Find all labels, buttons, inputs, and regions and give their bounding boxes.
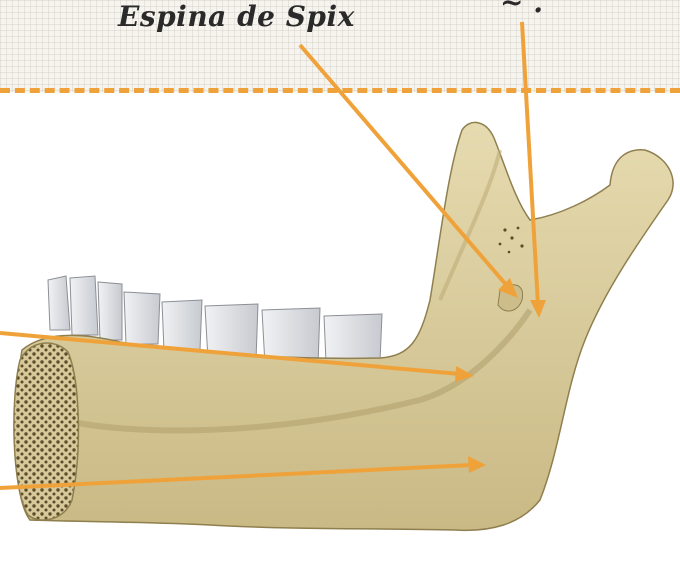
arrowhead-left-upper <box>455 366 474 382</box>
label-espina-de-spix: Espina de Spix <box>118 0 355 33</box>
foramina-dots <box>498 226 524 254</box>
pointer-arrows <box>0 21 546 490</box>
ramus-shading <box>438 149 502 301</box>
oblique-ridge <box>59 308 533 434</box>
arrow-espina-de-spix <box>298 43 510 289</box>
cut-section <box>13 342 80 521</box>
label-partial-top-right: ~ . <box>500 0 543 19</box>
arrow-left-upper <box>0 331 461 376</box>
arrowhead-left-lower <box>468 456 486 473</box>
arrowhead-top-right <box>530 300 546 318</box>
arrow-top-right <box>520 21 540 306</box>
arrowhead-spix <box>498 278 518 298</box>
header-grid-band <box>0 0 680 92</box>
teeth <box>47 275 383 366</box>
arrow-left-lower <box>0 463 473 490</box>
